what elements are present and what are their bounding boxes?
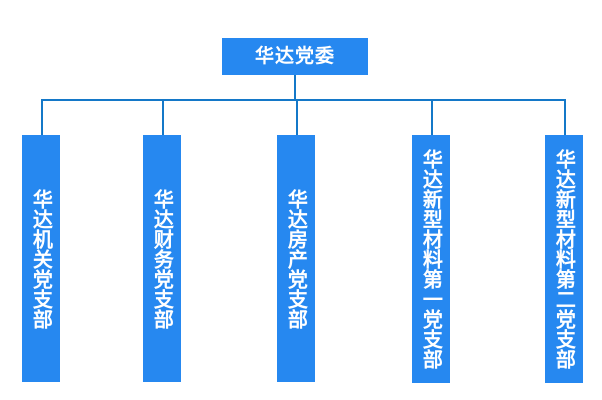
org-node-branch-4-label: 华达新型材料第一党支部 <box>419 149 444 369</box>
org-node-branch-3-label: 华达房产党支部 <box>284 188 309 329</box>
org-node-root-label: 华达党委 <box>254 45 335 67</box>
org-node-branch-1-label: 华达机关党支部 <box>29 188 54 329</box>
org-node-branch-1[interactable]: 华达机关党支部 <box>22 135 60 382</box>
org-node-branch-4[interactable]: 华达新型材料第一党支部 <box>412 135 450 383</box>
connector-drop-5 <box>564 99 566 135</box>
connector-drop-2 <box>162 99 164 135</box>
org-node-root[interactable]: 华达党委 <box>222 38 368 75</box>
org-node-branch-2[interactable]: 华达财务党支部 <box>143 135 181 382</box>
connector-drop-4 <box>431 99 433 135</box>
connector-horizontal-bus <box>41 99 565 101</box>
org-node-branch-2-label: 华达财务党支部 <box>150 188 175 329</box>
org-node-branch-5-label: 华达新型材料第二党支部 <box>552 149 577 369</box>
org-node-branch-5[interactable]: 华达新型材料第二党支部 <box>545 135 583 383</box>
connector-drop-3 <box>296 99 298 135</box>
org-node-branch-3[interactable]: 华达房产党支部 <box>277 135 315 382</box>
connector-root-stem <box>294 75 296 100</box>
connector-drop-1 <box>41 99 43 135</box>
